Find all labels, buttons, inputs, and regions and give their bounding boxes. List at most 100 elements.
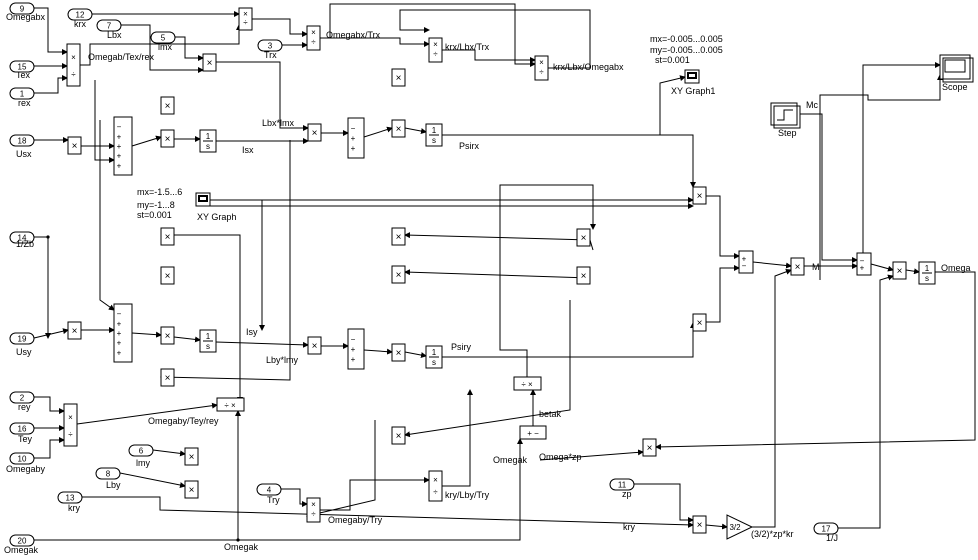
integrator-psiry[interactable]: 1s — [425, 345, 443, 369]
sum-isx-sign: + — [117, 142, 122, 151]
divide-krx[interactable]: ×÷ — [238, 7, 253, 31]
sum-omegak-zp[interactable]: + − — [519, 425, 547, 440]
graph-r-mx: mx=-0.005...0.005 — [650, 34, 723, 44]
product-usx[interactable]: × — [67, 136, 82, 155]
integrator-omega[interactable]: 1s — [918, 261, 936, 285]
product-omega-zp[interactable]: × — [642, 438, 657, 457]
graph-r-my: my=-0.005...0.005 — [650, 45, 723, 55]
divide-krx-lbx-omegabx[interactable]: ×÷ — [534, 55, 549, 81]
inport-1-j[interactable]: 171/J — [813, 522, 839, 543]
label-step: Step — [778, 128, 797, 138]
product-omegak-x[interactable]: × — [391, 227, 406, 246]
label-lbx-lmx: Lbx*lmx — [262, 118, 295, 128]
product-beta-x[interactable]: × — [576, 228, 591, 247]
product-isy-in[interactable]: × — [160, 326, 175, 345]
product-lmx[interactable]: × — [202, 53, 217, 72]
product-torque-y[interactable]: × — [692, 313, 707, 332]
label-omegabx-trx: Omegabx/Trx — [326, 30, 381, 40]
integrator-isy[interactable]: 1s — [199, 329, 217, 353]
product-kry-zp[interactable]: × — [692, 515, 707, 534]
divide-omegab-tex-rex-bottom-port: ÷ — [71, 70, 76, 79]
inport-number: 7 — [107, 22, 112, 31]
label-kry-wire: kry — [623, 522, 635, 532]
label-mc: Mc — [806, 100, 818, 110]
divide-omegabx-trx[interactable]: ×÷ — [306, 25, 321, 51]
divide-omegaby-tey-rey[interactable]: ×÷ — [63, 403, 78, 447]
label-krx-lbx-omegabx: krx/Lbx/Omegabx — [553, 62, 624, 72]
divide-omegaby-tey-rey-out[interactable]: ÷ × — [216, 397, 245, 412]
product-lbx-lmx[interactable]: × — [307, 123, 322, 142]
xy-graph-r-icon[interactable] — [684, 69, 700, 84]
divide-krx-lbx-trx[interactable]: ×÷ — [428, 37, 443, 63]
product-usy[interactable]: × — [67, 321, 82, 340]
product-beta-y[interactable]: × — [576, 266, 591, 285]
product-omegak-y-symbol: × — [396, 270, 402, 281]
divide-omegaby-try[interactable]: ×÷ — [306, 497, 321, 523]
xy-graph-x-icon[interactable] — [195, 192, 211, 207]
product-psiry-in[interactable]: × — [391, 343, 406, 362]
inport-label: Omegak — [4, 545, 39, 555]
sum-isy[interactable]: −++++ — [113, 303, 133, 363]
product-lby-lmy[interactable]: × — [307, 336, 322, 355]
label-omegaby-tey-rey: Omegaby/Tey/rey — [148, 416, 219, 426]
sum-speed-sign: − — [860, 256, 865, 265]
sum-isx[interactable]: −++++ — [113, 116, 133, 176]
step-block[interactable] — [770, 102, 801, 129]
product-omegak-y[interactable]: × — [391, 265, 406, 284]
product-omega-j[interactable]: × — [892, 261, 907, 280]
product-rey-lower[interactable]: × — [160, 368, 175, 387]
xy-graph-r-annotation: mx=-0.005...0.005 my=-0.005...0.005 st=0… — [650, 34, 723, 96]
sum-psiry[interactable]: −++ — [347, 328, 365, 370]
sum-psirx-sign: − — [351, 124, 356, 133]
product-y-cross-2[interactable]: × — [160, 266, 175, 285]
gain-three-halves[interactable]: 3/2 — [726, 514, 754, 540]
sum-speed[interactable]: −+ — [856, 252, 872, 276]
sum-psirx[interactable]: −++ — [347, 117, 365, 159]
divide-krx-top-port: × — [243, 9, 248, 18]
inport-number: 12 — [76, 11, 85, 20]
product-lby[interactable]: × — [184, 480, 199, 499]
divide-kry-lby-try[interactable]: ×÷ — [428, 470, 443, 502]
sum-torque[interactable]: +− — [738, 250, 754, 274]
product-omega-psiry[interactable]: × — [391, 426, 406, 445]
product-omega-psirx[interactable]: × — [391, 68, 406, 87]
inport-number: 1 — [20, 90, 25, 99]
product-lmy[interactable]: × — [184, 447, 199, 466]
integrator-isx[interactable]: 1s — [199, 129, 217, 153]
divide-kry-lby-try-bottom-port: ÷ — [433, 487, 438, 496]
label-omegaby-try: Omegaby/Try — [328, 515, 383, 525]
scope-block[interactable] — [939, 54, 974, 83]
inport-number: 6 — [139, 447, 144, 456]
product-torque-x[interactable]: × — [692, 186, 707, 205]
label-omegab-tex-rex: Omegab/Tex/rex — [88, 52, 155, 62]
integrator-psiry-num: 1 — [432, 348, 437, 357]
product-y-cross-1[interactable]: × — [160, 227, 175, 246]
divide-omegab-tex-rex[interactable]: ×÷ — [66, 43, 81, 87]
product-rex-upper[interactable]: × — [160, 96, 175, 115]
divide-betak[interactable]: ÷ × — [513, 376, 542, 391]
product-isx-feedback[interactable]: × — [160, 129, 175, 148]
product-psirx-in[interactable]: × — [391, 119, 406, 138]
product-m[interactable]: × — [790, 257, 805, 276]
integrator-psirx[interactable]: 1s — [425, 123, 443, 147]
inport-1-zb[interactable]: 141/Zb — [9, 231, 35, 249]
